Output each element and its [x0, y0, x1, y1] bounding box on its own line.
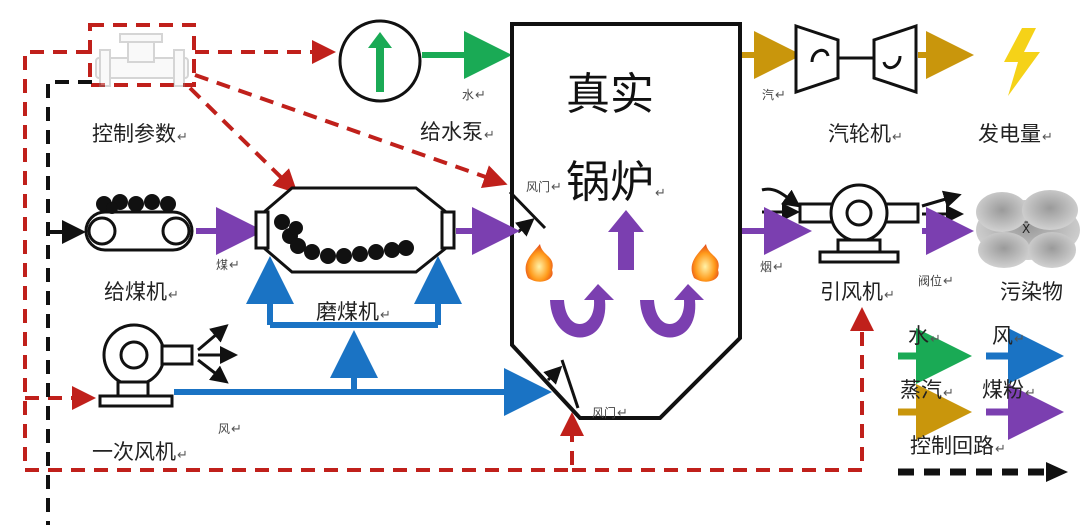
air-door-top [508, 190, 547, 230]
induced-fan-label: 引风机↵ [820, 280, 895, 304]
induced-fan-icon [798, 183, 920, 264]
turbine-label: 汽轮机↵ [828, 122, 903, 146]
primary-fan-icon [98, 323, 194, 408]
turbine-icon [794, 23, 918, 95]
coal-small-label: 煤↵ [216, 258, 240, 273]
steam-small-label: 汽↵ [762, 88, 786, 103]
legend-steam-label: 蒸汽↵ [900, 378, 954, 402]
legend-coal-label: 煤粉↵ [982, 378, 1036, 402]
control-params-label: 控制参数↵ [92, 122, 188, 146]
flue-inflow-arrows [761, 187, 801, 221]
water-small-label: 水↵ [462, 88, 486, 103]
pollutant-mark: X̄ [1022, 222, 1031, 236]
feed-pump-icon [338, 19, 422, 103]
coal-mill-icon [254, 186, 456, 274]
boiler-title-line2: 锅炉↵ [566, 157, 666, 208]
mill-label: 磨煤机↵ [316, 300, 391, 324]
feed-pump-label: 给水泵↵ [420, 120, 495, 144]
air-door-bottom [560, 359, 580, 409]
legend [898, 328, 1068, 482]
control-loop-lines [23, 23, 874, 472]
coal-feeder-label: 给煤机↵ [104, 280, 179, 304]
wind-small-label: 风↵ [218, 422, 242, 437]
air-door-top-label: 风门↵ [526, 180, 562, 195]
black-loop-line [46, 80, 92, 525]
primary-fan-label: 一次风机↵ [92, 440, 188, 464]
combustion-flow-arrows [550, 210, 704, 338]
primary-fan-outflow-arrows [197, 324, 238, 384]
control-valve-icon [95, 33, 189, 87]
fan-outflow-arrows [921, 190, 964, 223]
flame-icon [525, 244, 719, 282]
pollutant-cloud-icon [976, 190, 1080, 268]
power-bolt-icon [1004, 28, 1040, 96]
coal-feeder-icon [84, 194, 194, 252]
boiler-title-line1: 真实 [566, 69, 654, 120]
pollutant-label: 污染物 [1000, 280, 1063, 304]
power-label: 发电量↵ [978, 122, 1053, 146]
air-door-bottom-label: 风门↵ [592, 406, 628, 421]
primary-air-lines [174, 256, 552, 416]
legend-air-label: 风↵ [992, 324, 1025, 348]
legend-control-loop-label: 控制回路↵ [910, 434, 1006, 458]
legend-water-label: 水↵ [908, 324, 941, 348]
valve-position-label: 阀位↵ [918, 274, 954, 289]
flue-small-label: 烟↵ [760, 260, 784, 275]
